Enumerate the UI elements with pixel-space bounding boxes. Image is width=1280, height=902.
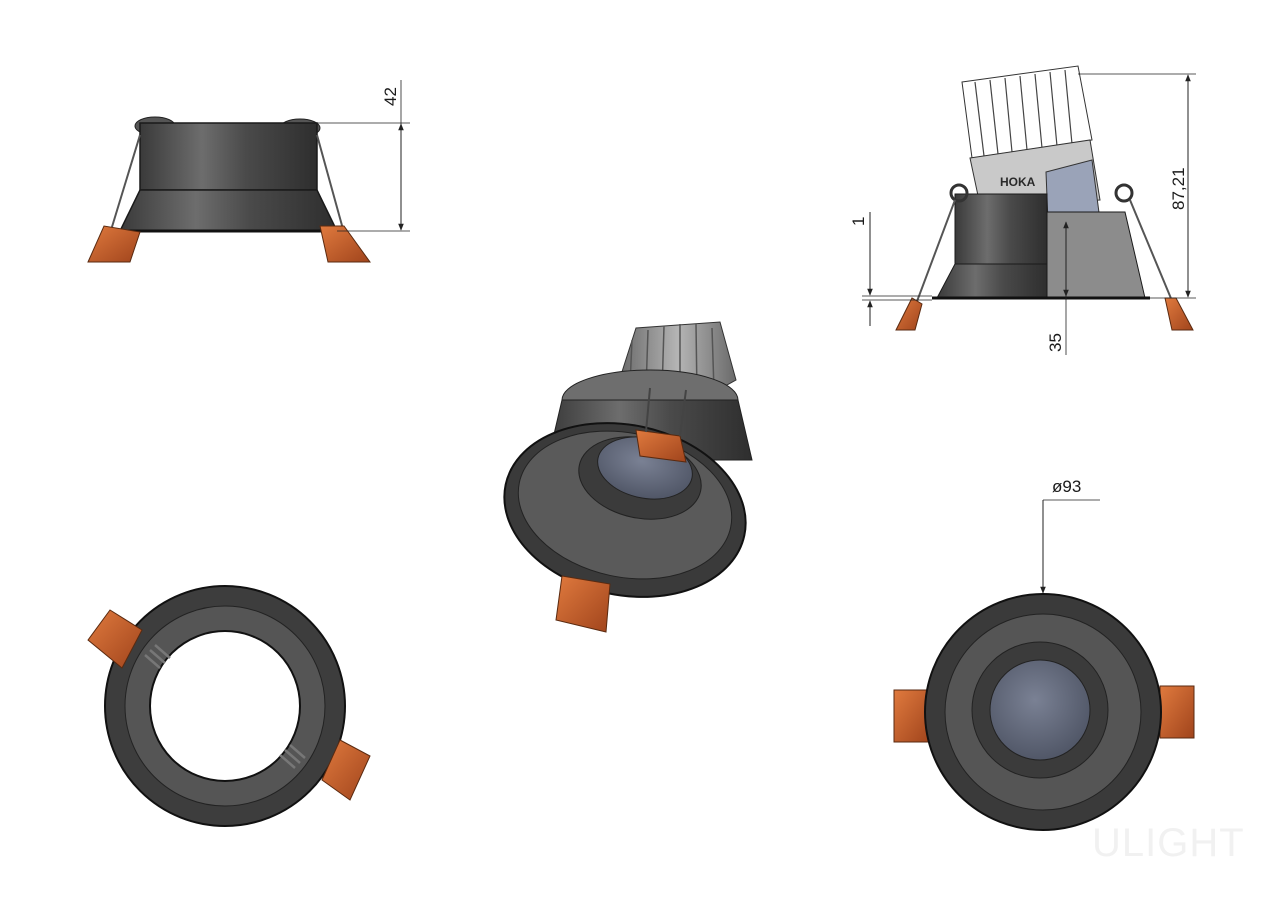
front-housing-body <box>139 122 318 191</box>
iso-clip-bottom <box>555 575 611 633</box>
front-clip-left <box>87 225 141 263</box>
heatsink <box>961 65 1093 159</box>
side-section-view: HOKA 87,21 35 1 <box>849 65 1196 355</box>
bottom-view <box>87 585 371 827</box>
front-view: 42 <box>87 80 410 263</box>
side-clip-right <box>1164 297 1194 331</box>
side-housing-body <box>954 193 1048 265</box>
top-clip-right <box>1159 685 1195 739</box>
housing-brand-label: HOKA <box>1000 175 1036 189</box>
bottom-clip-right <box>321 739 371 801</box>
dimension-front-height: 42 <box>381 87 400 106</box>
iso-clip-top <box>635 429 687 463</box>
bottom-clip-left <box>87 609 143 669</box>
isometric-view <box>503 321 753 633</box>
dimension-tilt-depth: 35 <box>1046 333 1065 352</box>
bottom-opening <box>149 630 301 782</box>
watermark: ULIGHT <box>1092 821 1245 865</box>
dimension-total-height: 87,21 <box>1169 167 1188 210</box>
side-clip-left <box>895 297 923 331</box>
front-housing-cone <box>118 189 339 232</box>
dimension-flange-thickness: 1 <box>849 217 868 226</box>
top-lens <box>989 659 1091 761</box>
front-clip-right <box>319 225 371 263</box>
top-view: ø93 <box>893 477 1195 831</box>
dimension-diameter: ø93 <box>1052 477 1081 496</box>
